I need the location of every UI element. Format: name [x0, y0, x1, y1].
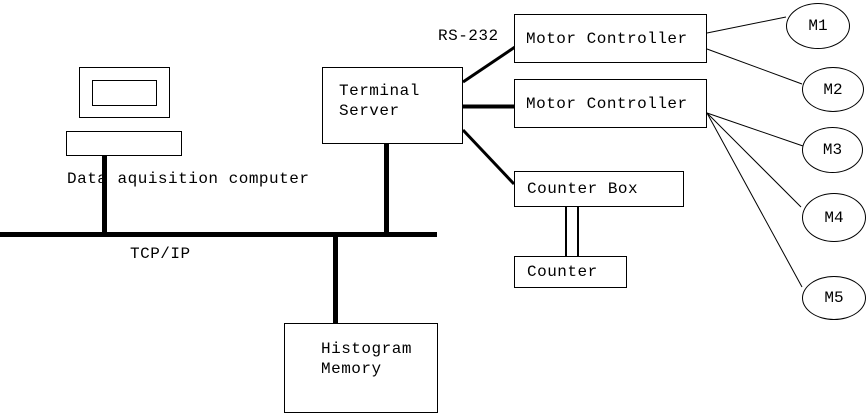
motor-controller-1-node: Motor Controller — [514, 14, 707, 63]
motor-controller-2-node: Motor Controller — [514, 79, 707, 128]
motor-m4-node: M4 — [802, 193, 866, 242]
daq-computer-label: Data aquisition computer — [67, 170, 310, 188]
counter-node: Counter — [514, 256, 627, 288]
motor-controller-2-to-m3-line — [706, 112, 804, 147]
histogram-memory-label: Histogram Memory — [321, 340, 423, 378]
motor-m4-label: M4 — [824, 208, 844, 227]
motor-m1-node: M1 — [786, 3, 850, 49]
motor-m3-label: M3 — [822, 141, 843, 159]
motor-m5-label: M5 — [824, 289, 844, 307]
computer-screen-icon — [92, 80, 157, 106]
motor-m1-label: M1 — [808, 17, 828, 35]
computer-keyboard-icon — [66, 131, 182, 156]
terminal-server-node: Terminal Server — [322, 67, 463, 144]
counter-box-label: Counter Box — [527, 180, 639, 198]
tcpip-label: TCP/IP — [130, 245, 191, 263]
motor-controller-1-label: Motor Controller — [526, 29, 688, 48]
terminal-server-label: Terminal Server — [339, 82, 430, 120]
rs232-line-to-motor-controller-1 — [462, 45, 516, 84]
motor-m2-node: M2 — [802, 67, 864, 112]
rs232-label: RS-232 — [438, 27, 499, 45]
motor-m3-node: M3 — [802, 127, 863, 173]
motor-m5-node: M5 — [802, 276, 866, 320]
motor-controller-1-to-m2-line — [706, 48, 803, 85]
motor-controller-2-to-m4-line — [706, 112, 802, 208]
terminal-server-to-counter-box-line — [461, 128, 516, 186]
motor-controller-1-to-m1-line — [706, 16, 787, 34]
motor-controller-2-label: Motor Controller — [526, 94, 688, 113]
motor-m2-label: M2 — [823, 80, 843, 99]
motor-controller-2-to-m5-line — [706, 112, 803, 288]
counter-box-node: Counter Box — [514, 171, 684, 207]
histogram-memory-node: Histogram Memory — [284, 323, 438, 413]
counter-label: Counter — [527, 263, 598, 281]
